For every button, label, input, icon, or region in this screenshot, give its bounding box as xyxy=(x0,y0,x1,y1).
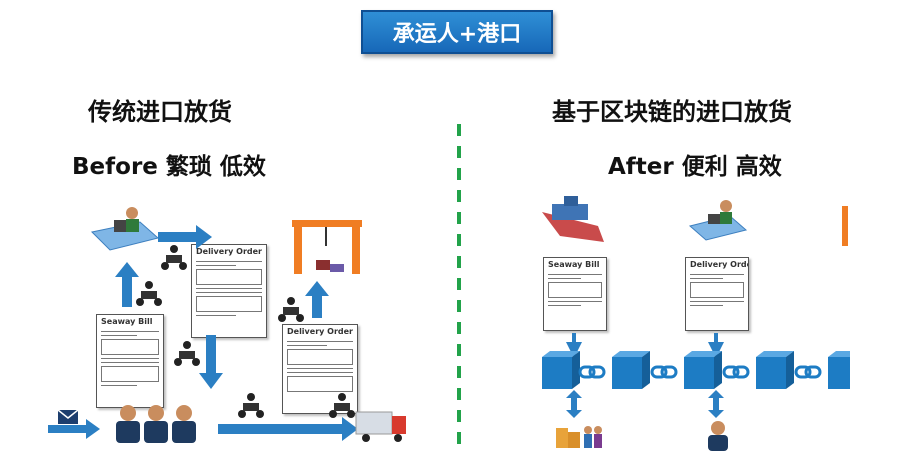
title-banner: 承运人+港口 xyxy=(361,10,553,54)
flow-arrow xyxy=(218,417,358,441)
clerk-at-desk-icon xyxy=(90,207,160,251)
doc-title: Delivery Order xyxy=(287,327,353,336)
doc-title: Delivery Order xyxy=(690,260,748,269)
courier-scooter-icon xyxy=(174,341,200,366)
doc-title: Seaway Bill xyxy=(101,317,153,326)
left-subtitle: Before 繁琐 低效 xyxy=(72,154,266,180)
bidirectional-arrow xyxy=(566,390,582,418)
courier-scooter-icon xyxy=(329,393,355,418)
chain-link-icon xyxy=(650,365,678,379)
delivery-order-doc-2: Delivery Order xyxy=(282,324,358,414)
clerk-at-desk-icon xyxy=(688,200,748,241)
flow-arrow xyxy=(305,281,329,318)
courier-scooter-icon xyxy=(238,393,264,418)
blockchain-block-icon xyxy=(542,351,580,389)
delivery-order-doc-right: Delivery Order xyxy=(685,257,749,331)
flow-arrow xyxy=(48,419,100,439)
section-divider xyxy=(457,124,461,454)
seaway-bill-doc-right: Seaway Bill xyxy=(543,257,607,331)
blockchain-block-icon xyxy=(612,351,650,389)
email-icon xyxy=(57,409,79,424)
chain-link-icon xyxy=(722,365,750,379)
flow-arrow xyxy=(199,335,223,389)
chain-link-icon xyxy=(794,365,822,379)
courier-scooter-icon xyxy=(136,281,162,306)
right-heading: 基于区块链的进口放货 xyxy=(552,98,792,126)
doc-title: Delivery Order xyxy=(196,247,262,256)
blockchain-block-icon xyxy=(756,351,794,389)
person-icon xyxy=(708,421,728,451)
bidirectional-arrow xyxy=(708,390,724,418)
blockchain-block-icon xyxy=(828,351,850,389)
left-heading: 传统进口放货 xyxy=(88,98,232,126)
truck-icon xyxy=(355,411,406,442)
right-subtitle: After 便利 高效 xyxy=(608,154,782,180)
flow-arrow xyxy=(115,262,139,307)
courier-scooter-icon xyxy=(161,245,187,270)
customs-officers-icon xyxy=(116,405,196,443)
seaway-bill-doc: Seaway Bill xyxy=(96,314,164,408)
crane-icon xyxy=(292,220,362,274)
ship-icon xyxy=(542,196,604,242)
crane-icon xyxy=(842,206,848,246)
cargo-pallet-icon xyxy=(556,426,602,448)
courier-scooter-icon xyxy=(278,297,304,322)
blockchain-block-icon xyxy=(684,351,722,389)
doc-title: Seaway Bill xyxy=(548,260,600,269)
chain-link-icon xyxy=(578,365,606,379)
delivery-order-doc: Delivery Order xyxy=(191,244,267,338)
flow-arrow xyxy=(158,225,212,249)
